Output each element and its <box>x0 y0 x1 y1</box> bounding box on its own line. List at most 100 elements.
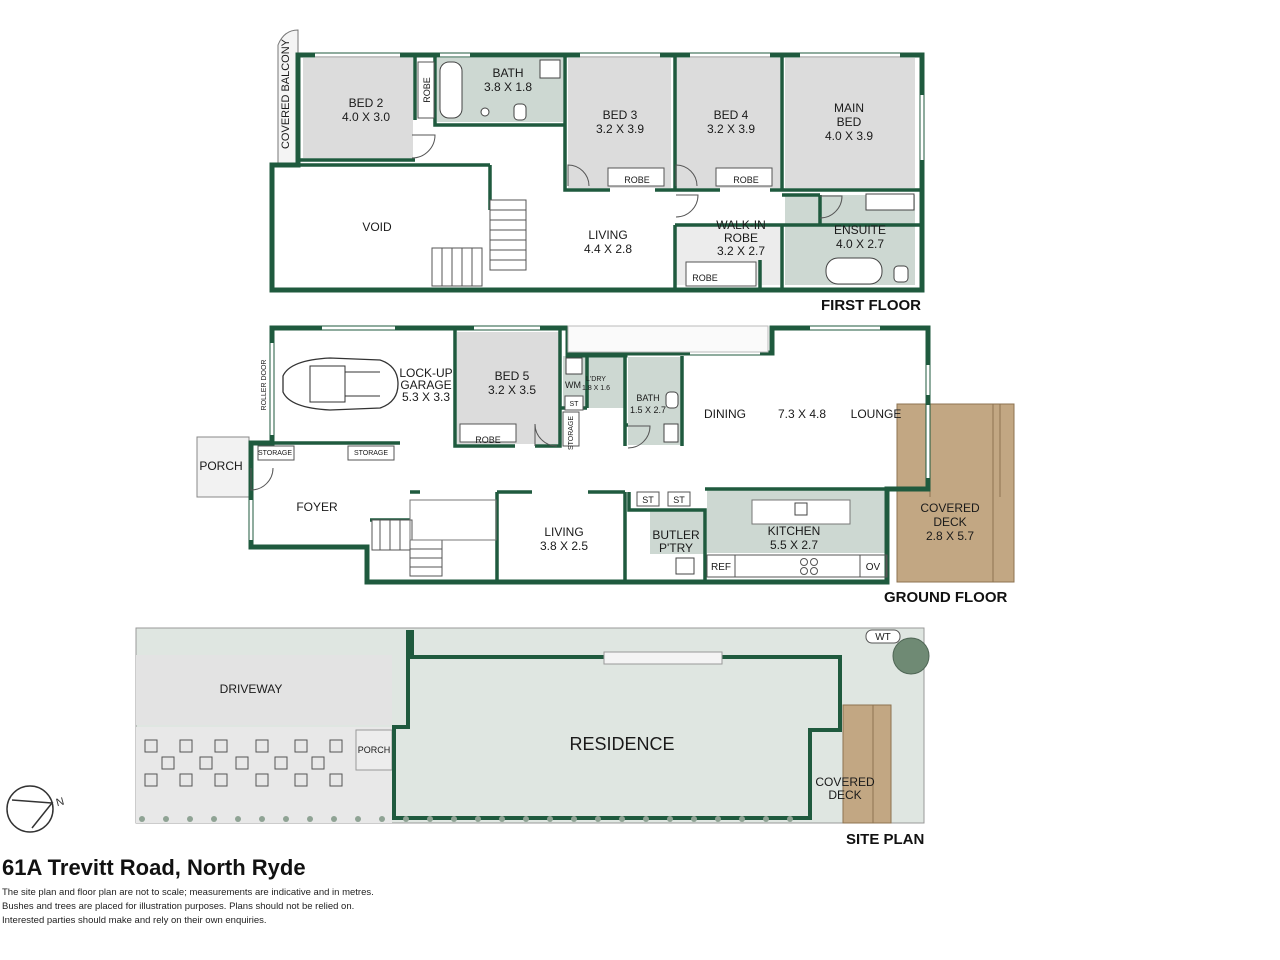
disclaimer-line-1: The site plan and floor plan are not to … <box>2 887 374 898</box>
garage-label-1: LOCK-UP <box>399 366 452 380</box>
north-arrow-icon: N <box>6 785 66 833</box>
bed3-label: BED 3 <box>603 108 638 122</box>
bed3-robe-label: ROBE <box>624 175 650 185</box>
deck-label-1: COVERED <box>920 501 980 515</box>
porch-area <box>196 436 250 498</box>
shower-icon <box>480 107 490 117</box>
covered-deck-fill <box>896 403 1015 583</box>
storage-label-2: STORAGE <box>354 450 388 457</box>
north-label: N <box>55 796 66 810</box>
ground-bath-label: BATH <box>636 393 659 403</box>
site-covered-deck <box>842 704 892 824</box>
site-porch-area <box>355 729 393 771</box>
storage-vertical-label: STORAGE <box>568 416 575 450</box>
first-floor-interior-walls <box>298 55 920 288</box>
wt-badge <box>865 629 901 644</box>
st-label: ST <box>570 401 580 408</box>
tree-icon <box>892 637 930 675</box>
ensuite-vanity-icon <box>865 193 915 211</box>
disclaimer-line-2: Bushes and trees are placed for illustra… <box>2 901 355 912</box>
bed3-size: 3.2 X 3.9 <box>596 122 644 136</box>
butler-label-1: BUTLER <box>652 528 700 542</box>
residence-label: RESIDENCE <box>569 734 674 754</box>
ensuite-toilet-icon <box>893 265 909 283</box>
toilet-icon <box>513 103 527 121</box>
bathtub-icon <box>439 61 463 119</box>
site-deck-label-1: COVERED <box>815 775 875 789</box>
storage-label-1: STORAGE <box>258 450 292 457</box>
basin-icon <box>539 59 561 79</box>
covered-balcony-area <box>277 29 299 166</box>
main-bed-label-2: BED <box>837 115 862 129</box>
ground-floor-stairs-icon <box>371 499 497 577</box>
garage-label-2: GARAGE <box>400 378 451 392</box>
porch-label: PORCH <box>199 459 242 473</box>
first-floor-windows <box>315 53 924 160</box>
deck-label-2: DECK <box>933 515 966 529</box>
main-bed-fill <box>785 58 915 188</box>
first-floor-title: FIRST FLOOR <box>821 297 921 314</box>
cooktop-icon <box>800 558 818 575</box>
butler-fill <box>650 510 705 554</box>
dining-lounge-size: 7.3 X 4.8 <box>778 407 826 421</box>
kitchen-size: 5.5 X 2.7 <box>770 538 818 552</box>
ground-floor-overhang <box>567 325 769 353</box>
title-block: 61A Trevitt Road, North Ryde The site pl… <box>2 855 702 929</box>
wm-label: WM <box>565 380 581 390</box>
butler-sink-icon <box>675 557 695 575</box>
st-label-2: ST <box>642 495 654 505</box>
door-swing-icon <box>250 395 691 507</box>
st-label-3: ST <box>673 495 685 505</box>
disclaimer-line-3: Interested parties should make and rely … <box>2 915 267 926</box>
bed2-fill <box>303 58 413 158</box>
void-label: VOID <box>362 220 392 234</box>
car-icon <box>282 357 399 411</box>
site-plan: DRIVEWAY PORCH RESIDENCE WT COVERED DECK… <box>6 627 930 848</box>
ov-label: OV <box>866 562 881 573</box>
main-bed-label-1: MAIN <box>834 101 864 115</box>
ground-bath-size: 1.5 X 2.7 <box>630 405 666 415</box>
laundry-label: L'DRY <box>586 376 606 383</box>
main-bed-size: 4.0 X 3.9 <box>825 129 873 143</box>
bed4-robe-label: ROBE <box>733 175 759 185</box>
ground-floor-windows <box>249 326 930 540</box>
bath-label: BATH <box>492 66 523 80</box>
bed4-label: BED 4 <box>714 108 749 122</box>
deck-size: 2.8 X 5.7 <box>926 529 974 543</box>
property-address: 61A Trevitt Road, North Ryde <box>2 855 306 880</box>
bed5-size: 3.2 X 3.5 <box>488 383 536 397</box>
driveway-label: DRIVEWAY <box>220 682 283 696</box>
sink-icon <box>794 502 808 516</box>
foyer-label: FOYER <box>296 500 338 514</box>
first-floor: COVERED BALCONY <box>269 29 925 314</box>
laundry-tub-icon <box>565 357 583 375</box>
basin-icon <box>663 423 679 443</box>
ground-living-size: 3.8 X 2.5 <box>540 539 588 553</box>
walkin-size: 3.2 X 2.7 <box>717 244 765 258</box>
bath-size: 3.8 X 1.8 <box>484 80 532 94</box>
bed5-robe-label: ROBE <box>475 435 501 445</box>
garage-size: 5.3 X 3.3 <box>402 390 450 404</box>
laundry-size: 1.8 X 1.6 <box>582 385 610 392</box>
butler-label-2: P'TRY <box>659 541 693 555</box>
site-porch-label: PORCH <box>358 745 391 755</box>
driveway-area <box>136 655 392 725</box>
site-deck-label-2: DECK <box>828 788 861 802</box>
site-plan-title: SITE PLAN <box>846 831 924 848</box>
paved-area <box>136 727 392 823</box>
hedge-dots <box>139 816 793 822</box>
walkin-label-1: WALK-IN <box>716 218 766 232</box>
robe-doors <box>417 61 773 287</box>
ground-floor-title: GROUND FLOOR <box>884 589 1007 606</box>
toilet-icon <box>665 391 679 409</box>
bed4-fill <box>676 58 780 188</box>
ensuite-bathtub-icon <box>825 257 883 285</box>
door-swing-icon <box>411 134 843 219</box>
first-living-size: 4.4 X 2.8 <box>584 242 632 256</box>
bed5-label: BED 5 <box>495 369 530 383</box>
robe-bed2-label: ROBE <box>422 77 432 103</box>
paving-tiles <box>144 739 343 787</box>
bed3-fill <box>568 58 671 188</box>
first-floor-stairs-icon <box>431 199 527 287</box>
